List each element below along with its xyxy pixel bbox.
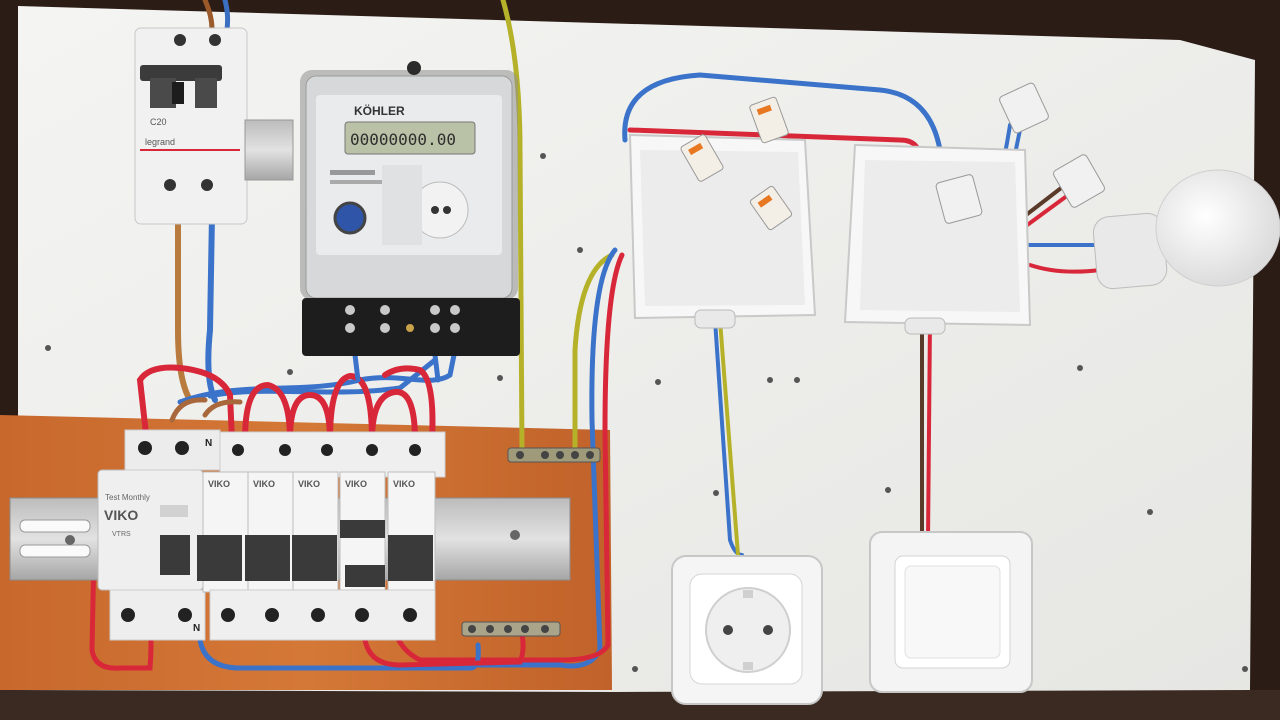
- mcb-handle[interactable]: [345, 565, 385, 587]
- wire-connectors: [680, 82, 1105, 231]
- meter-brand: KÖHLER: [354, 103, 405, 118]
- junction-box-1: [628, 133, 817, 329]
- mcb-brand: VIKO: [208, 479, 230, 489]
- neutral-label-top: N: [205, 438, 212, 449]
- light-switch[interactable]: [869, 531, 1033, 693]
- rcd-model: VTRS: [112, 531, 131, 538]
- mcb-3: VIKO: [292, 471, 339, 593]
- main-breaker-rating: C20: [150, 117, 167, 127]
- mcb-handle[interactable]: [388, 535, 433, 581]
- junction-box-2: [843, 143, 1032, 335]
- mcb-handle[interactable]: [197, 535, 242, 581]
- mcb-handle[interactable]: [245, 535, 290, 581]
- rcd-handle[interactable]: [160, 535, 190, 575]
- main-breaker-brand: legrand: [145, 137, 175, 147]
- energy-meter: KÖHLER 00000000.00: [300, 61, 520, 356]
- mcb-brand: VIKO: [253, 479, 275, 489]
- earth-busbar: [507, 447, 601, 463]
- mcb-brand: VIKO: [298, 479, 320, 489]
- rcd-brand: VIKO: [104, 507, 138, 523]
- breaker-handle[interactable]: [140, 65, 222, 81]
- meter-lcd: [344, 121, 476, 155]
- meter-button[interactable]: [333, 201, 367, 235]
- rcd-test-label: Test Monthly: [105, 493, 150, 502]
- switch-rocker[interactable]: [904, 565, 1001, 659]
- mcb-brand: VIKO: [393, 479, 415, 489]
- light-bulb: [1092, 169, 1280, 290]
- bulb-glass: [1155, 169, 1280, 287]
- meter-reading: 00000000.00: [350, 130, 456, 149]
- floor-strip: [0, 690, 1280, 720]
- mcb-4: VIKO: [339, 471, 386, 593]
- board-holes: [45, 153, 1248, 672]
- main-circuit-breaker: legrand C20: [134, 27, 294, 225]
- mcb-brand: VIKO: [345, 479, 367, 489]
- mcb-row: VIKO VIKO VIKO VIKO VIKO: [197, 471, 436, 593]
- socket-face: [705, 587, 791, 673]
- mcb-handle[interactable]: [292, 535, 337, 581]
- mcb-2: VIKO: [245, 471, 294, 593]
- mcb-1: VIKO: [197, 471, 249, 593]
- distribution-modules: Test Monthly VIKO VTRS N VIKO VIKO VI: [97, 429, 446, 641]
- neutral-busbar: [461, 621, 561, 637]
- mcb-5: VIKO: [387, 471, 436, 593]
- neutral-label-bottom: N: [193, 623, 200, 634]
- power-socket[interactable]: [671, 555, 823, 705]
